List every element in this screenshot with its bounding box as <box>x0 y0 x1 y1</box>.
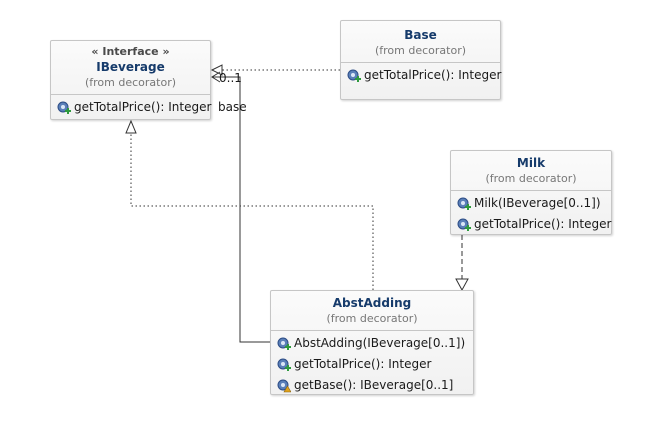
role-label: base <box>218 100 247 114</box>
class-name: Milk <box>516 156 546 170</box>
abstadding-realization-arrowhead <box>125 119 137 134</box>
public-method-icon <box>277 358 291 371</box>
operation-label: getTotalPrice(): Integer <box>364 68 502 82</box>
class-name: IBeverage <box>96 60 165 74</box>
operation-label: getBase(): IBeverage[0..1] <box>294 378 454 392</box>
operations-compartment: getTotalPrice(): Integer <box>51 94 212 121</box>
operation-item[interactable]: getBase(): IBeverage[0..1] <box>271 375 473 396</box>
operation-label: AbstAdding(IBeverage[0..1]) <box>294 336 466 350</box>
public-method-icon <box>457 218 471 231</box>
operation-label: Milk(IBeverage[0..1]) <box>474 196 601 210</box>
class-abstadding[interactable]: AbstAdding (from decorator) AbstAdding(I… <box>270 290 474 395</box>
class-name: Base <box>404 28 437 42</box>
public-method-icon <box>457 197 471 210</box>
class-base[interactable]: Base (from decorator) getTotalPrice(): I… <box>340 20 501 100</box>
abstadding-realization-line <box>130 133 374 290</box>
multiplicity-label: 0..1 <box>219 71 242 85</box>
package-label: (from decorator) <box>326 312 418 325</box>
operation-item[interactable]: getTotalPrice(): Integer <box>271 354 473 375</box>
protected-method-icon <box>277 379 291 393</box>
operation-item[interactable]: getTotalPrice(): Integer <box>51 97 212 118</box>
operation-item[interactable]: Milk(IBeverage[0..1]) <box>451 193 611 214</box>
class-milk[interactable]: Milk (from decorator) Milk(IBeverage[0..… <box>450 150 612 235</box>
package-label: (from decorator) <box>374 44 467 57</box>
class-ibeverage[interactable]: « Interface » IBeverage (from decorator)… <box>50 40 211 120</box>
public-method-icon <box>57 101 71 114</box>
package-label: (from decorator) <box>485 172 577 185</box>
operation-label: getTotalPrice(): Integer <box>294 357 432 371</box>
package-label: (from decorator) <box>84 76 177 89</box>
class-header: AbstAdding (from decorator) <box>271 291 473 330</box>
operation-item[interactable]: getTotalPrice(): Integer <box>341 65 502 86</box>
public-method-icon <box>277 337 291 350</box>
operations-compartment: Milk(IBeverage[0..1]) getTotalPrice(): I… <box>451 190 611 238</box>
operation-label: getTotalPrice(): Integer <box>74 100 212 114</box>
milk-generalization-arrowhead <box>455 278 469 292</box>
stereotype-label: « Interface » <box>91 45 170 58</box>
base-association-line <box>212 76 270 343</box>
class-header: « Interface » IBeverage (from decorator) <box>51 41 210 94</box>
operation-item[interactable]: AbstAdding(IBeverage[0..1]) <box>271 333 473 354</box>
class-name: AbstAdding <box>332 296 412 310</box>
operation-item[interactable]: getTotalPrice(): Integer <box>451 214 611 235</box>
operations-compartment: getTotalPrice(): Integer <box>341 62 502 89</box>
public-method-icon <box>347 69 361 82</box>
class-header: Milk (from decorator) <box>451 151 611 190</box>
operations-compartment: AbstAdding(IBeverage[0..1]) getTotalPric… <box>271 330 473 399</box>
operation-label: getTotalPrice(): Integer <box>474 217 612 231</box>
class-header: Base (from decorator) <box>341 21 500 62</box>
base-association-arrowhead <box>211 71 221 83</box>
